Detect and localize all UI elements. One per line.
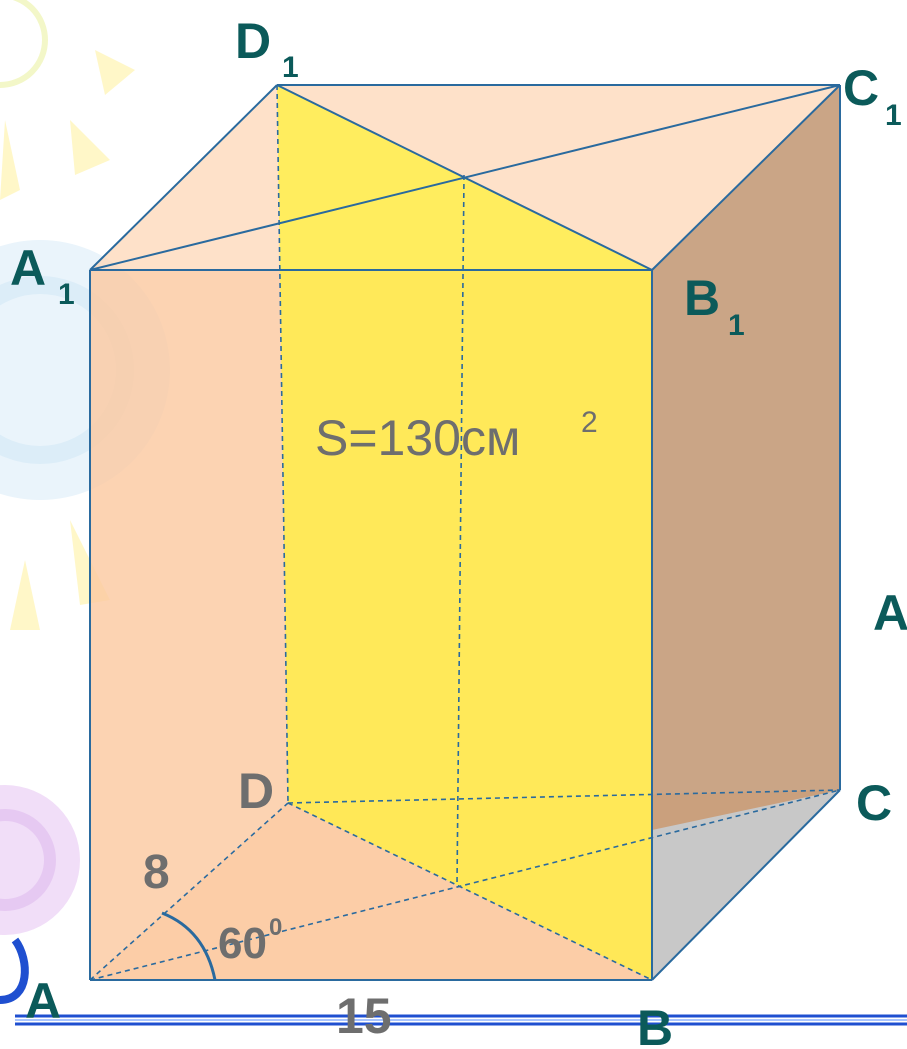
bg-ray [0,120,20,200]
label-b1: B [684,270,720,326]
prism-edges [89,84,841,981]
label-cut-right: A [873,585,907,641]
edge-d-d1-hidden [276,84,289,804]
prism-faces [90,85,840,980]
right-face [652,85,840,980]
label-c: C [856,775,892,831]
label-d: D [238,763,274,819]
measure-angle-degree: 0 [269,914,282,941]
area-label-exponent: 2 [581,406,598,439]
bg-ray [10,560,40,630]
measure-angle: 60 [218,919,267,968]
label-b1-sub: 1 [728,309,745,342]
baseline-decoration [15,1014,907,1026]
label-d1-sub: 1 [282,51,299,84]
measure-ad: 8 [143,846,170,899]
edge-b1-c1 [651,84,841,271]
diag-a-c-hidden [89,789,841,981]
label-a1: A [10,240,46,296]
diag-d-b-hidden [287,802,653,981]
label-b: B [637,1000,673,1049]
bg-blue-hook [0,937,29,1004]
edge-b-c [651,789,841,981]
bg-ray [70,120,110,175]
label-d1: D [235,13,271,69]
bg-sun-ring [0,0,48,88]
label-a: A [25,973,61,1029]
label-a1-sub: 1 [58,278,75,311]
label-c1-sub: 1 [885,99,902,132]
label-c1: C [843,60,879,116]
bg-purple-swirl [0,785,80,935]
edge-d-c-hidden [287,789,841,804]
area-label: S=130см [315,410,520,466]
measure-ab: 15 [336,988,392,1044]
hidden-edges [89,84,841,981]
bg-ray [95,50,135,95]
bg-purple-swirl-ring [0,809,56,911]
angle-arc [161,911,217,981]
edge-d1-a1 [89,84,278,271]
axis-hidden [456,174,465,886]
diagonal-section [277,85,652,980]
